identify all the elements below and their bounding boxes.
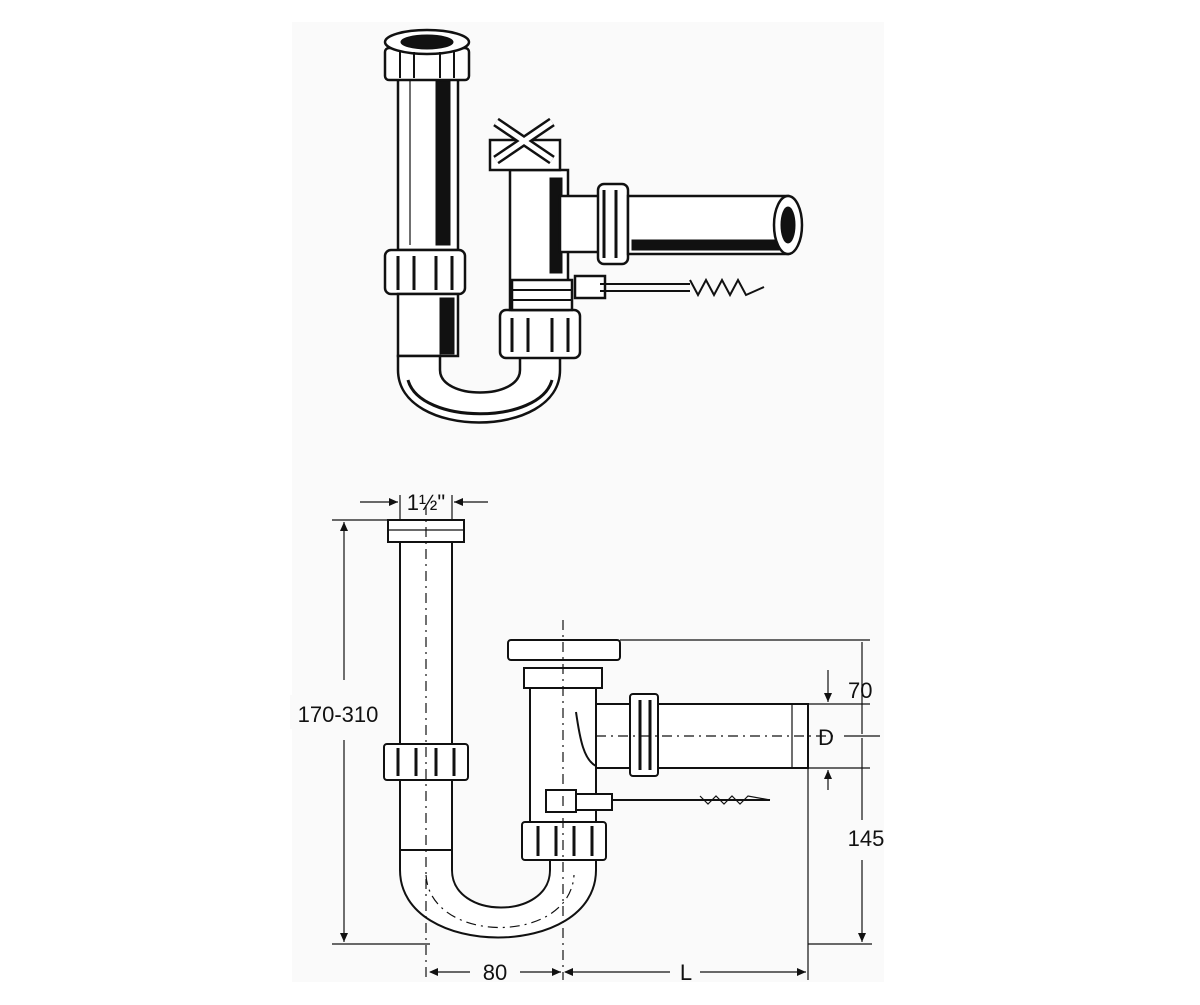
dimension-trap-width: 80 — [429, 960, 561, 985]
label-outlet-length: L — [680, 960, 692, 985]
dimension-height-range: 170-310 — [290, 519, 430, 945]
side-outlet-nut — [521, 821, 607, 861]
label-bottom-height: 145 — [848, 826, 885, 851]
side-u-bend — [399, 849, 597, 939]
dimension-outlet-length: L — [564, 768, 809, 985]
label-inlet-size: 1½" — [407, 490, 445, 515]
iso-outlet-nut — [498, 308, 582, 360]
iso-top-nut — [383, 28, 471, 82]
label-outlet-diameter: D — [818, 725, 834, 750]
label-outlet-spacing: 70 — [848, 678, 872, 703]
dimension-outlet-spacing: 70 — [620, 639, 872, 790]
side-fixing-screw — [545, 789, 771, 813]
iso-valve-handle — [488, 117, 562, 172]
side-appliance-outlet — [575, 693, 809, 777]
iso-fixing-screw — [573, 274, 765, 300]
iso-appliance-outlet — [558, 182, 804, 266]
side-valve-handle — [507, 639, 621, 661]
iso-tailpiece-nut — [383, 248, 467, 296]
side-view: 1½" 170-310 70 D 14 — [290, 490, 884, 985]
label-height-range: 170-310 — [298, 702, 379, 727]
dimension-bottom-height: 145 — [808, 642, 885, 945]
label-trap-width: 80 — [483, 960, 507, 985]
isometric-siphon-view — [383, 28, 804, 424]
dimension-inlet-size: 1½" — [360, 490, 488, 520]
